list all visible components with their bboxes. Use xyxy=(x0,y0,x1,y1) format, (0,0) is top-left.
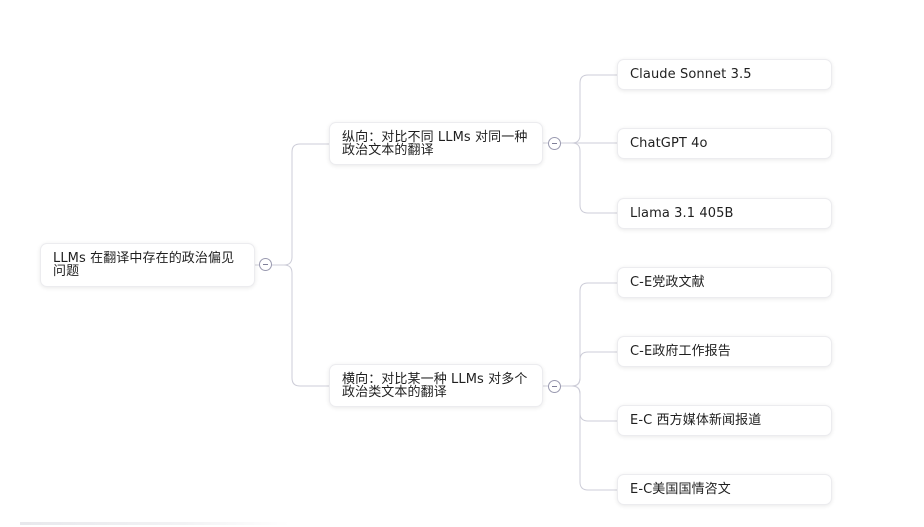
branch-node-horizontal-label: 横向：对比某一种 LLMs 对多个政治类文本的翻译 xyxy=(342,371,528,400)
root-collapse-toggle[interactable] xyxy=(259,258,272,271)
leaf-node-label: C-E政府工作报告 xyxy=(630,344,731,359)
leaf-node-western-media[interactable]: E-C 西方媒体新闻报道 xyxy=(617,405,832,436)
leaf-node-label: Claude Sonnet 3.5 xyxy=(630,67,752,82)
leaf-node-party-documents[interactable]: C-E党政文献 xyxy=(617,267,832,298)
root-node-label: LLMs 在翻译中存在的政治偏见问题 xyxy=(53,251,235,279)
leaf-node-label: ChatGPT 4o xyxy=(630,136,708,151)
branch-horizontal-collapse-toggle[interactable] xyxy=(548,380,561,393)
edge-root-branch-2 xyxy=(283,264,329,387)
leaf-node-llama[interactable]: Llama 3.1 405B xyxy=(617,198,832,229)
edge-b1-leaf-3 xyxy=(571,142,617,214)
branch-node-vertical[interactable]: 纵向：对比不同 LLMs 对同一种政治文本的翻译 xyxy=(329,122,543,165)
edge-b2-leaf-2 xyxy=(571,351,617,387)
edge-b2-leaf-3 xyxy=(571,385,617,422)
edge-b2-leaf-1 xyxy=(561,282,617,387)
leaf-node-claude[interactable]: Claude Sonnet 3.5 xyxy=(617,59,832,90)
leaf-node-label: Llama 3.1 405B xyxy=(630,206,734,221)
root-node[interactable]: LLMs 在翻译中存在的政治偏见问题 xyxy=(40,243,255,287)
branch-node-vertical-label: 纵向：对比不同 LLMs 对同一种政治文本的翻译 xyxy=(342,129,528,158)
leaf-node-government-report[interactable]: C-E政府工作报告 xyxy=(617,336,832,367)
leaf-node-label: C-E党政文献 xyxy=(630,275,705,290)
edge-root-branch-1 xyxy=(272,143,329,266)
edge-b2-leaf-4 xyxy=(571,385,617,491)
leaf-node-label: E-C美国国情咨文 xyxy=(630,482,731,497)
leaf-node-state-of-union[interactable]: E-C美国国情咨文 xyxy=(617,474,832,505)
branch-node-horizontal[interactable]: 横向：对比某一种 LLMs 对多个政治类文本的翻译 xyxy=(329,364,543,407)
edge-b1-leaf-1 xyxy=(561,74,617,144)
leaf-node-chatgpt[interactable]: ChatGPT 4o xyxy=(617,128,832,159)
branch-vertical-collapse-toggle[interactable] xyxy=(548,137,561,150)
leaf-node-label: E-C 西方媒体新闻报道 xyxy=(630,413,762,428)
bottom-edge-strip xyxy=(20,522,290,525)
